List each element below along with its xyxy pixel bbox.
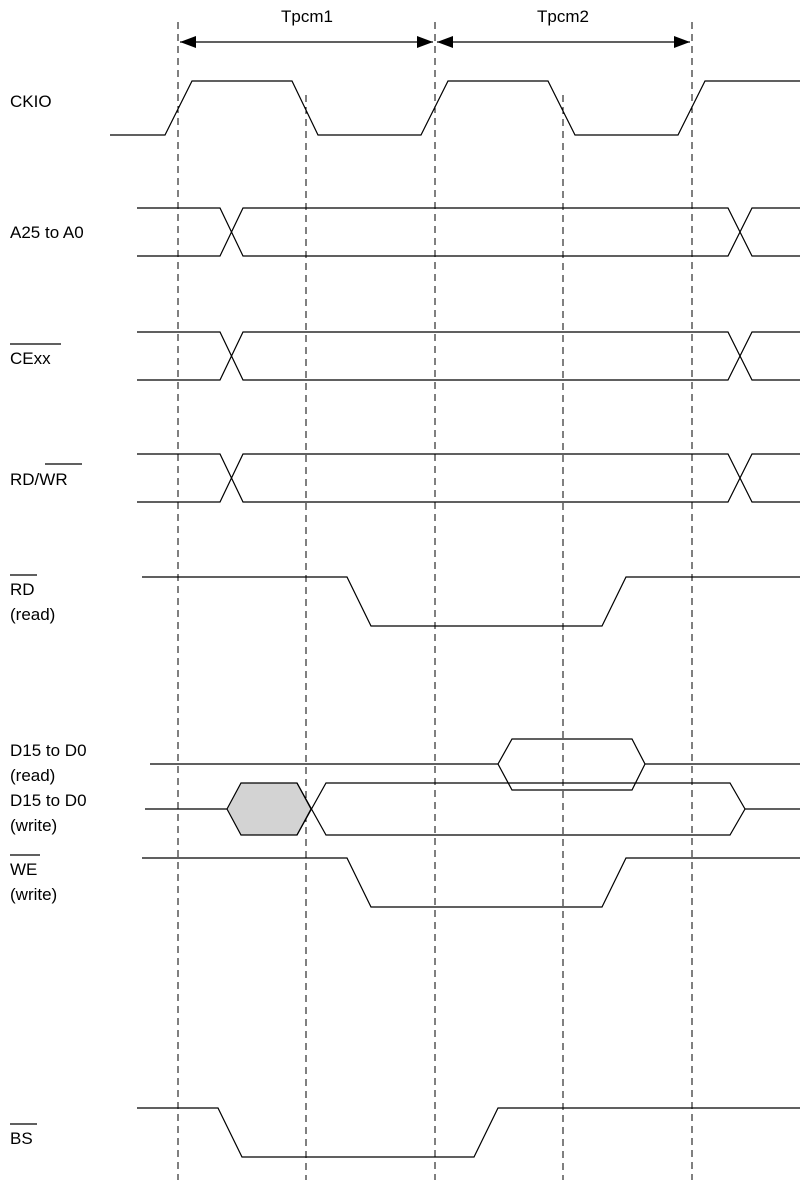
signal-label-ckio: CKIO bbox=[10, 92, 52, 111]
rdwr-line-upper bbox=[137, 453, 800, 503]
cycle1-arrow-head-left bbox=[180, 36, 196, 48]
cexx-line-lower bbox=[137, 331, 800, 381]
signal-label-rdwr: RD/WR bbox=[10, 470, 68, 489]
signal-sublabel-data-read: (read) bbox=[10, 766, 55, 785]
reference-lines bbox=[177, 22, 693, 1180]
signal-label-cexx: CExx bbox=[10, 349, 51, 368]
address-line-upper bbox=[137, 207, 800, 257]
cycle2-arrow-head-right bbox=[674, 36, 690, 48]
signal-sublabel-we: (write) bbox=[10, 885, 57, 904]
cycle-annotations: Tpcm1 Tpcm2 bbox=[180, 7, 690, 48]
waveform-data-write bbox=[145, 782, 800, 836]
signal-labels: CKIO A25 to A0 CExx RD/WR RD (read) D15 … bbox=[10, 92, 87, 1148]
waveform-rd bbox=[142, 576, 800, 627]
signal-label-bs: BS bbox=[10, 1129, 33, 1148]
cexx-line-upper bbox=[137, 331, 800, 381]
address-line-lower bbox=[137, 207, 800, 257]
data-read-valid bbox=[497, 738, 646, 791]
signal-sublabel-data-write: (write) bbox=[10, 816, 57, 835]
signal-label-address: A25 to A0 bbox=[10, 223, 84, 242]
cycle1-arrow-head-right bbox=[417, 36, 433, 48]
signal-sublabel-rd: (read) bbox=[10, 605, 55, 624]
data-write-valid bbox=[296, 782, 746, 836]
waveform-address bbox=[137, 207, 800, 257]
rdwr-label-prefix: RD/ bbox=[10, 470, 40, 489]
signal-label-rd: RD bbox=[10, 580, 35, 599]
waveform-bs bbox=[137, 1107, 800, 1158]
cycle2-arrow-head-left bbox=[437, 36, 453, 48]
data-write-shaded-segment bbox=[226, 782, 312, 836]
waveform-ckio bbox=[110, 80, 800, 136]
waveform-we bbox=[142, 857, 800, 908]
signal-label-data-write-main: D15 to D0 bbox=[10, 791, 87, 810]
rdwr-label-overlined: WR bbox=[39, 470, 67, 489]
signal-label-data-read: D15 to D0 bbox=[10, 741, 87, 760]
waveform-rdwr bbox=[137, 453, 800, 503]
rdwr-line-lower bbox=[137, 453, 800, 503]
cycle2-label: Tpcm2 bbox=[537, 7, 589, 26]
waveform-data-read bbox=[150, 738, 800, 791]
waveform-cexx bbox=[137, 331, 800, 381]
signal-label-we: WE bbox=[10, 860, 37, 879]
cycle1-label: Tpcm1 bbox=[281, 7, 333, 26]
